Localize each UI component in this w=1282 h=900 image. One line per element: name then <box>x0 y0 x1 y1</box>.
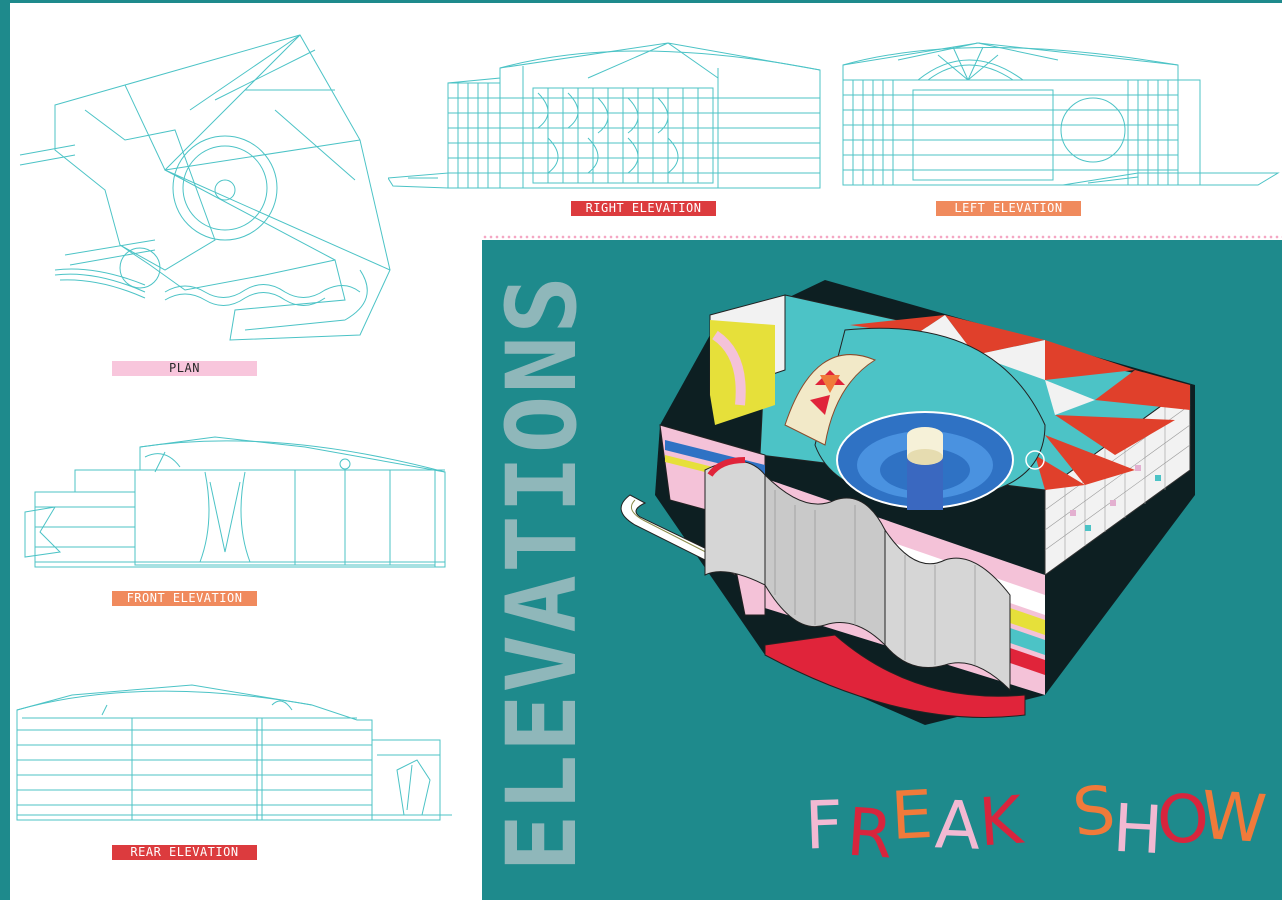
right-elevation-label: RIGHT ELEVATION <box>571 201 716 216</box>
title-letter-w: W <box>1198 776 1269 859</box>
page-border-top <box>0 0 1282 3</box>
left-elevation-drawing <box>842 42 1280 186</box>
left-elevation-label: LEFT ELEVATION <box>936 201 1081 216</box>
elevations-title-text: ELEVATIONS <box>486 273 598 872</box>
right-elevation-drawing <box>388 42 821 189</box>
freak-show-title: F R E A K S H O W <box>803 771 1269 873</box>
panel-dotted-divider <box>482 235 1282 239</box>
rear-elevation-drawing <box>16 684 452 821</box>
page-border-left <box>0 0 10 900</box>
front-elevation-drawing <box>24 436 446 568</box>
rear-elevation-label: REAR ELEVATION <box>112 845 257 860</box>
title-letter-s: S <box>1069 771 1119 852</box>
title-letter-r: R <box>844 793 896 874</box>
elevations-vertical-title: ELEVATIONS <box>486 250 598 895</box>
axonometric-model <box>620 280 1195 725</box>
title-letter-e: E <box>889 775 935 856</box>
front-elevation-label: FRONT ELEVATION <box>112 591 257 606</box>
title-letter-k: K <box>976 781 1025 862</box>
title-letter-a: A <box>933 786 982 865</box>
title-letter-f: F <box>803 786 845 865</box>
plan-drawing <box>19 34 391 341</box>
plan-label: PLAN <box>112 361 257 376</box>
